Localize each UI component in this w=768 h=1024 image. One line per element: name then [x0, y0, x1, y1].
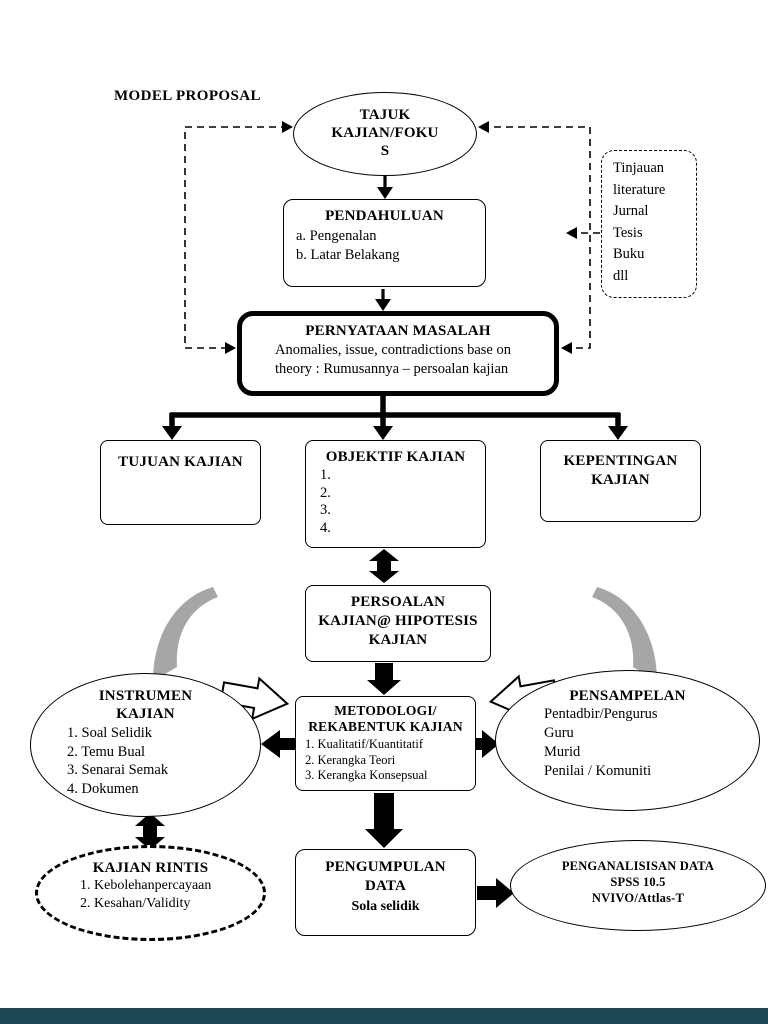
node-items: 1. Kualitatif/Kuantitatif 2. Kerangka Te…: [296, 737, 475, 784]
node-title: TUJUAN KAJIAN: [118, 454, 243, 470]
block-arrow-metodologi-pensampelan: [474, 730, 499, 758]
list-item: 4.: [320, 519, 331, 536]
node-objektif-kajian: OBJEKTIF KAJIAN 1. 2. 3. 4.: [305, 440, 486, 548]
node-metodologi: METODOLOGI/ REKABENTUK KAJIAN 1. Kualita…: [295, 696, 476, 791]
list-item: 1.: [320, 467, 331, 483]
node-tajuk-text: TAJUK KAJIAN/FOKU S: [294, 106, 476, 160]
node-title: INSTRUMEN KAJIAN: [31, 687, 260, 723]
arrow-split-to-three: [162, 394, 628, 440]
text-line: KAJIAN: [591, 472, 650, 488]
node-title: PENDAHULUAN: [325, 208, 444, 224]
node-persoalan-kajian: PERSOALAN KAJIAN@ HIPOTESIS KAJIAN: [305, 585, 491, 662]
page-footer-bar: [0, 1008, 768, 1024]
list-item: 1. Soal Selidik: [67, 725, 152, 741]
block-arrow-instrumen-kajianrintis: [135, 813, 165, 850]
list-item: b. Latar Belakang: [296, 246, 400, 263]
text-line: TAJUK: [359, 107, 411, 123]
list-item: 3. Senarai Semak: [67, 762, 169, 778]
list-item: Penilai / Komuniti: [544, 763, 652, 779]
text-line: Jurnal: [613, 203, 649, 219]
node-items: Pentadbir/Pengurus Guru Murid Penilai / …: [496, 705, 759, 781]
text-line: dll: [613, 267, 629, 284]
block-arrow-objektif-persoalan: [369, 549, 399, 583]
text-line: theory : Rumusannya – persoalan kajian: [275, 361, 509, 377]
text-line: S: [380, 143, 390, 159]
text-line: KAJIAN/FOKU: [331, 125, 439, 141]
node-items: 1. 2. 3. 4.: [306, 467, 485, 537]
node-subtitle: Sola selidik: [351, 899, 420, 914]
text-line: SPSS 10.5: [610, 875, 666, 889]
list-item: 3.: [320, 502, 331, 518]
block-arrow-metodologi-instrumen: [261, 730, 296, 758]
text-line: Tesis: [613, 224, 643, 241]
node-items: 1. Soal Selidik 2. Temu Bual 3. Senarai …: [31, 724, 260, 798]
text-line: REKABENTUK KAJIAN: [308, 719, 463, 734]
list-item: 2. Kerangka Teori: [305, 752, 396, 767]
text-line: PENGUMPULAN: [325, 859, 446, 875]
list-item: 1. Kualitatif/Kuantitatif: [305, 737, 424, 751]
node-title: PERNYATAAN MASALAH: [305, 323, 491, 339]
list-item: Murid: [544, 744, 581, 760]
node-title: METODOLOGI/ REKABENTUK KAJIAN: [296, 703, 475, 735]
node-title: PERSOALAN KAJIAN@ HIPOTESIS KAJIAN: [306, 593, 490, 650]
list-item: 1. Kebolehanpercayaan: [80, 878, 212, 893]
block-arrow-metodologi-pengumpulan: [365, 793, 403, 848]
text-line: KAJIAN@ HIPOTESIS: [318, 613, 478, 629]
block-arrow-persoalan-metodologi: [367, 663, 401, 695]
node-body: Anomalies, issue, contradictions base on…: [242, 341, 554, 379]
text-line: KEPENTINGAN: [563, 453, 678, 469]
list-item: a. Pengenalan: [296, 228, 377, 244]
text-line: METODOLOGI/: [334, 703, 437, 718]
list-item: 2. Temu Bual: [67, 743, 146, 760]
node-title: PENGUMPULAN DATA: [296, 858, 475, 896]
node-title: PENSAMPELAN: [569, 688, 686, 704]
text-line: KAJIAN: [116, 706, 175, 722]
text-line: PERSOALAN: [350, 594, 446, 610]
text-line: NVIVO/Attlas-T: [591, 891, 685, 905]
text-line: INSTRUMEN: [98, 688, 193, 704]
diagram-title: MODEL PROPOSAL: [114, 88, 261, 104]
node-pendahuluan: PENDAHULUAN a. Pengenalan b. Latar Belak…: [283, 199, 486, 287]
node-title: KEPENTINGAN KAJIAN: [541, 452, 700, 490]
text-line: PENGANALISISAN DATA: [561, 859, 715, 873]
list-item: Pentadbir/Pengurus: [544, 706, 658, 722]
list-item: Guru: [544, 725, 574, 741]
node-pengumpulan-data: PENGUMPULAN DATA Sola selidik: [295, 849, 476, 936]
node-items: 1. Kebolehanpercayaan 2. Kesahan/Validit…: [38, 877, 263, 913]
text-line: literature: [613, 181, 666, 198]
node-tujuan-kajian: TUJUAN KAJIAN: [100, 440, 261, 525]
node-pernyataan-masalah: PERNYATAAN MASALAH Anomalies, issue, con…: [237, 311, 559, 396]
text-line: DATA: [364, 878, 407, 894]
dashed-feedback-left: [184, 121, 293, 354]
list-item: 3. Kerangka Konsepsual: [305, 768, 428, 782]
text-line: KAJIAN: [368, 632, 428, 648]
node-title: PENGANALISISAN DATA SPSS 10.5 NVIVO/Attl…: [511, 858, 765, 906]
text-line: Buku: [613, 246, 645, 262]
text-line: Anomalies, issue, contradictions base on: [275, 342, 511, 358]
node-title: KAJIAN RINTIS: [92, 860, 209, 876]
list-item: 2. Kesahan/Validity: [80, 896, 191, 911]
node-kajian-rintis: KAJIAN RINTIS 1. Kebolehanpercayaan 2. K…: [35, 845, 266, 941]
block-arrow-pengumpulan-penganalisisan: [477, 878, 514, 908]
dashed-arrow-tinjauan: [566, 227, 600, 239]
node-title: OBJEKTIF KAJIAN: [325, 449, 466, 465]
arrow-tajuk-to-pendahuluan: [377, 176, 393, 199]
list-item: 4. Dokumen: [67, 780, 139, 797]
node-items: a. Pengenalan b. Latar Belakang: [284, 227, 485, 264]
list-item: 2.: [320, 484, 331, 501]
node-pensampelan: PENSAMPELAN Pentadbir/Pengurus Guru Muri…: [495, 670, 760, 811]
swoosh-right: [592, 587, 657, 681]
node-kepentingan-kajian: KEPENTINGAN KAJIAN: [540, 440, 701, 522]
text-line: Tinjauan: [613, 160, 665, 176]
swoosh-left: [153, 587, 218, 681]
node-tajuk-kajian: TAJUK KAJIAN/FOKU S: [293, 92, 477, 176]
arrow-pendahuluan-to-pernyataan: [375, 289, 391, 311]
node-tinjauan-literature: Tinjauan literature Jurnal Tesis Buku dl…: [601, 150, 697, 298]
node-penganalisisan-data: PENGANALISISAN DATA SPSS 10.5 NVIVO/Attl…: [510, 840, 766, 931]
node-instrumen-kajian: INSTRUMEN KAJIAN 1. Soal Selidik 2. Temu…: [30, 673, 261, 817]
dashed-feedback-right: [478, 121, 591, 354]
